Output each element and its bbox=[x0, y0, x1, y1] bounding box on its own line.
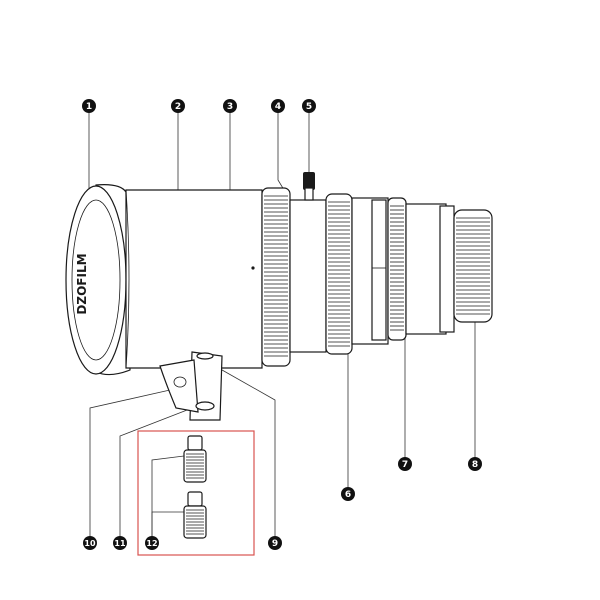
callout-3: 3 bbox=[223, 99, 237, 113]
svg-text:5: 5 bbox=[306, 102, 312, 112]
callout-5: 5 bbox=[302, 99, 316, 113]
callout-4: 4 bbox=[271, 99, 285, 113]
locking-knob bbox=[303, 172, 315, 201]
svg-text:9: 9 bbox=[272, 539, 278, 549]
svg-text:11: 11 bbox=[114, 539, 126, 548]
svg-text:8: 8 bbox=[472, 460, 478, 470]
middle-section bbox=[289, 199, 338, 353]
lens-logo: DZOFILM bbox=[75, 253, 89, 314]
gear-ring-2 bbox=[325, 193, 353, 355]
callout-2: 2 bbox=[171, 99, 185, 113]
thumb-screw-1 bbox=[183, 435, 207, 483]
leader-12a bbox=[151, 455, 185, 538]
rear-cap bbox=[453, 209, 493, 323]
svg-text:12: 12 bbox=[146, 539, 157, 548]
leader-11 bbox=[119, 404, 201, 538]
lens-cap: DZOFILM bbox=[65, 184, 131, 376]
svg-text:4: 4 bbox=[275, 102, 281, 112]
gear-ring-1 bbox=[261, 187, 291, 367]
rear-section bbox=[351, 197, 389, 345]
callout-6: 6 bbox=[341, 487, 355, 501]
leader-12b bbox=[151, 511, 184, 538]
callout-10: 10 bbox=[83, 536, 97, 550]
svg-text:10: 10 bbox=[84, 539, 96, 548]
svg-text:7: 7 bbox=[402, 460, 408, 470]
highlighted-accessory-box bbox=[137, 430, 255, 556]
mount-section bbox=[405, 203, 455, 335]
callout-11: 11 bbox=[113, 536, 127, 550]
callouts: 1 2 3 4 5 6 7 8 9 10 11 12 bbox=[82, 99, 482, 550]
callout-1: 1 bbox=[82, 99, 96, 113]
leader-9 bbox=[214, 365, 276, 538]
callout-8: 8 bbox=[468, 457, 482, 471]
tripod-foot bbox=[159, 351, 223, 421]
gear-ring-3 bbox=[387, 197, 407, 341]
callout-7: 7 bbox=[398, 457, 412, 471]
thumb-screw-2 bbox=[183, 491, 207, 539]
leader-10 bbox=[89, 389, 171, 538]
svg-text:2: 2 bbox=[175, 102, 181, 112]
lens-barrel bbox=[125, 189, 263, 369]
callout-12: 12 bbox=[145, 536, 159, 550]
leader-lines bbox=[88, 112, 476, 538]
callout-9: 9 bbox=[268, 536, 282, 550]
svg-text:3: 3 bbox=[227, 102, 233, 112]
svg-text:6: 6 bbox=[345, 490, 351, 500]
svg-text:1: 1 bbox=[86, 102, 92, 112]
